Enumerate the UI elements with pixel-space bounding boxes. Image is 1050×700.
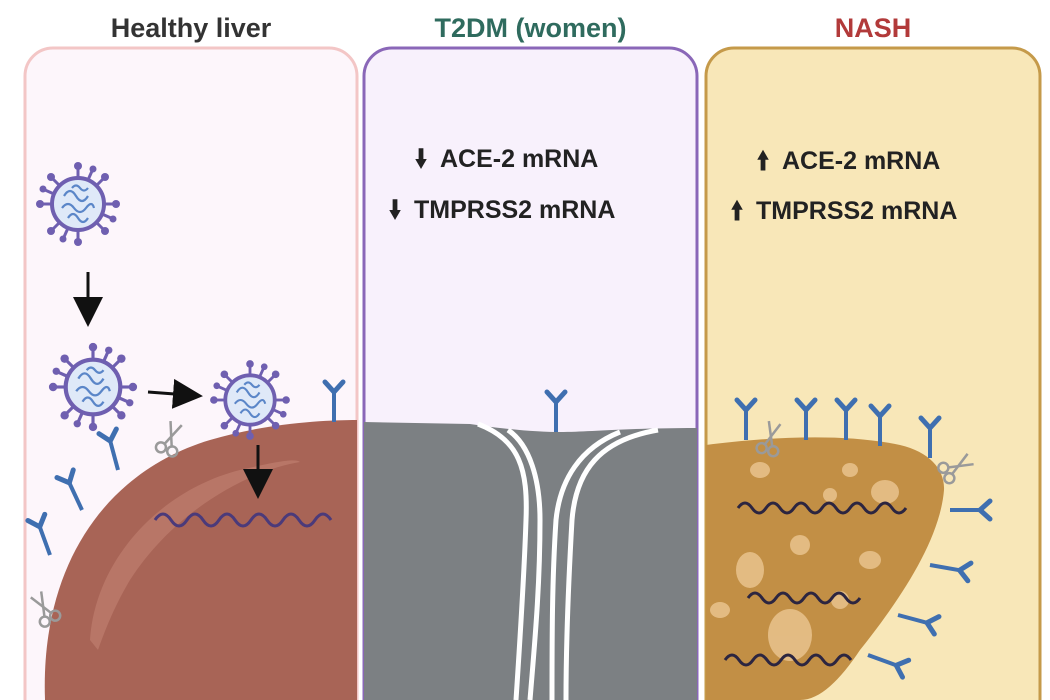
- nash-note-ace2: 🠙ACE-2 mRNA: [752, 142, 941, 185]
- duct-channel: [549, 429, 621, 700]
- liver-highlight: [90, 460, 300, 650]
- panel-title-t2dm: T2DM (women): [434, 13, 627, 43]
- rna-strand-icon: [723, 653, 853, 667]
- up-arrow-icon: 🠙: [756, 147, 770, 175]
- arrow-icon: [147, 378, 203, 409]
- down-arrow-icon: 🠛: [414, 145, 428, 173]
- virus-icon: [34, 160, 122, 248]
- rna-strand-icon: [153, 512, 333, 528]
- t2dm-organ-shape: [364, 422, 697, 700]
- rna-strand-icon: [746, 591, 862, 605]
- down-arrow-icon: 🠛: [388, 196, 402, 224]
- duct-channel: [506, 427, 543, 700]
- up-arrow-icon: 🠙: [730, 197, 744, 225]
- t2dm-note-ace2: 🠛ACE-2 mRNA: [410, 140, 599, 183]
- virus-icon: [208, 358, 292, 442]
- panel-nash-art: [706, 400, 990, 700]
- duct-channel: [477, 421, 529, 700]
- t2dm-note-tmprss2: 🠛TMPRSS2 mRNA: [384, 191, 616, 234]
- rna-strand-icon: [736, 501, 908, 515]
- panel-healthy-art: [25, 160, 357, 700]
- duct-channel: [563, 427, 659, 700]
- healthy-liver-shape: [44, 420, 357, 700]
- fat-droplets: [710, 462, 899, 661]
- panel-title-nash: NASH: [834, 13, 912, 43]
- nash-note-tmprss2: 🠙TMPRSS2 mRNA: [726, 192, 958, 235]
- panel-t2dm-art: [364, 392, 697, 700]
- virus-icon: [49, 343, 137, 431]
- panel-title-healthy: Healthy liver: [110, 13, 272, 43]
